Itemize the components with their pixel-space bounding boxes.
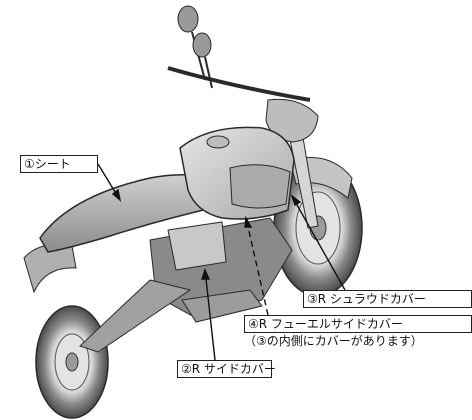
fuel-cap	[206, 135, 230, 149]
side-leader	[204, 269, 216, 361]
rear-wheel	[35, 305, 109, 419]
r-fuel-side-cover-label: ④R フューエルサイドカバー	[244, 315, 472, 333]
leader-lines	[97, 163, 346, 361]
r-side-cover-label: ②R サイドカバー	[177, 360, 276, 378]
r-shroud-cover-label: ③R シュラウドカバー	[303, 290, 472, 308]
rear-fender	[23, 244, 77, 294]
right-mirror	[192, 32, 213, 89]
r-shroud-cover	[229, 164, 291, 209]
fuel-side-cover-note: （③の内側にカバーがあります）	[244, 334, 423, 348]
r-side-cover	[167, 221, 227, 271]
fuel-leader	[245, 217, 269, 316]
seat-label: ①シート	[20, 155, 98, 173]
swingarm	[79, 279, 192, 353]
shroud-leader	[291, 195, 346, 291]
front-wheel	[273, 159, 363, 297]
exhaust	[181, 289, 263, 323]
handlebar	[167, 66, 311, 102]
